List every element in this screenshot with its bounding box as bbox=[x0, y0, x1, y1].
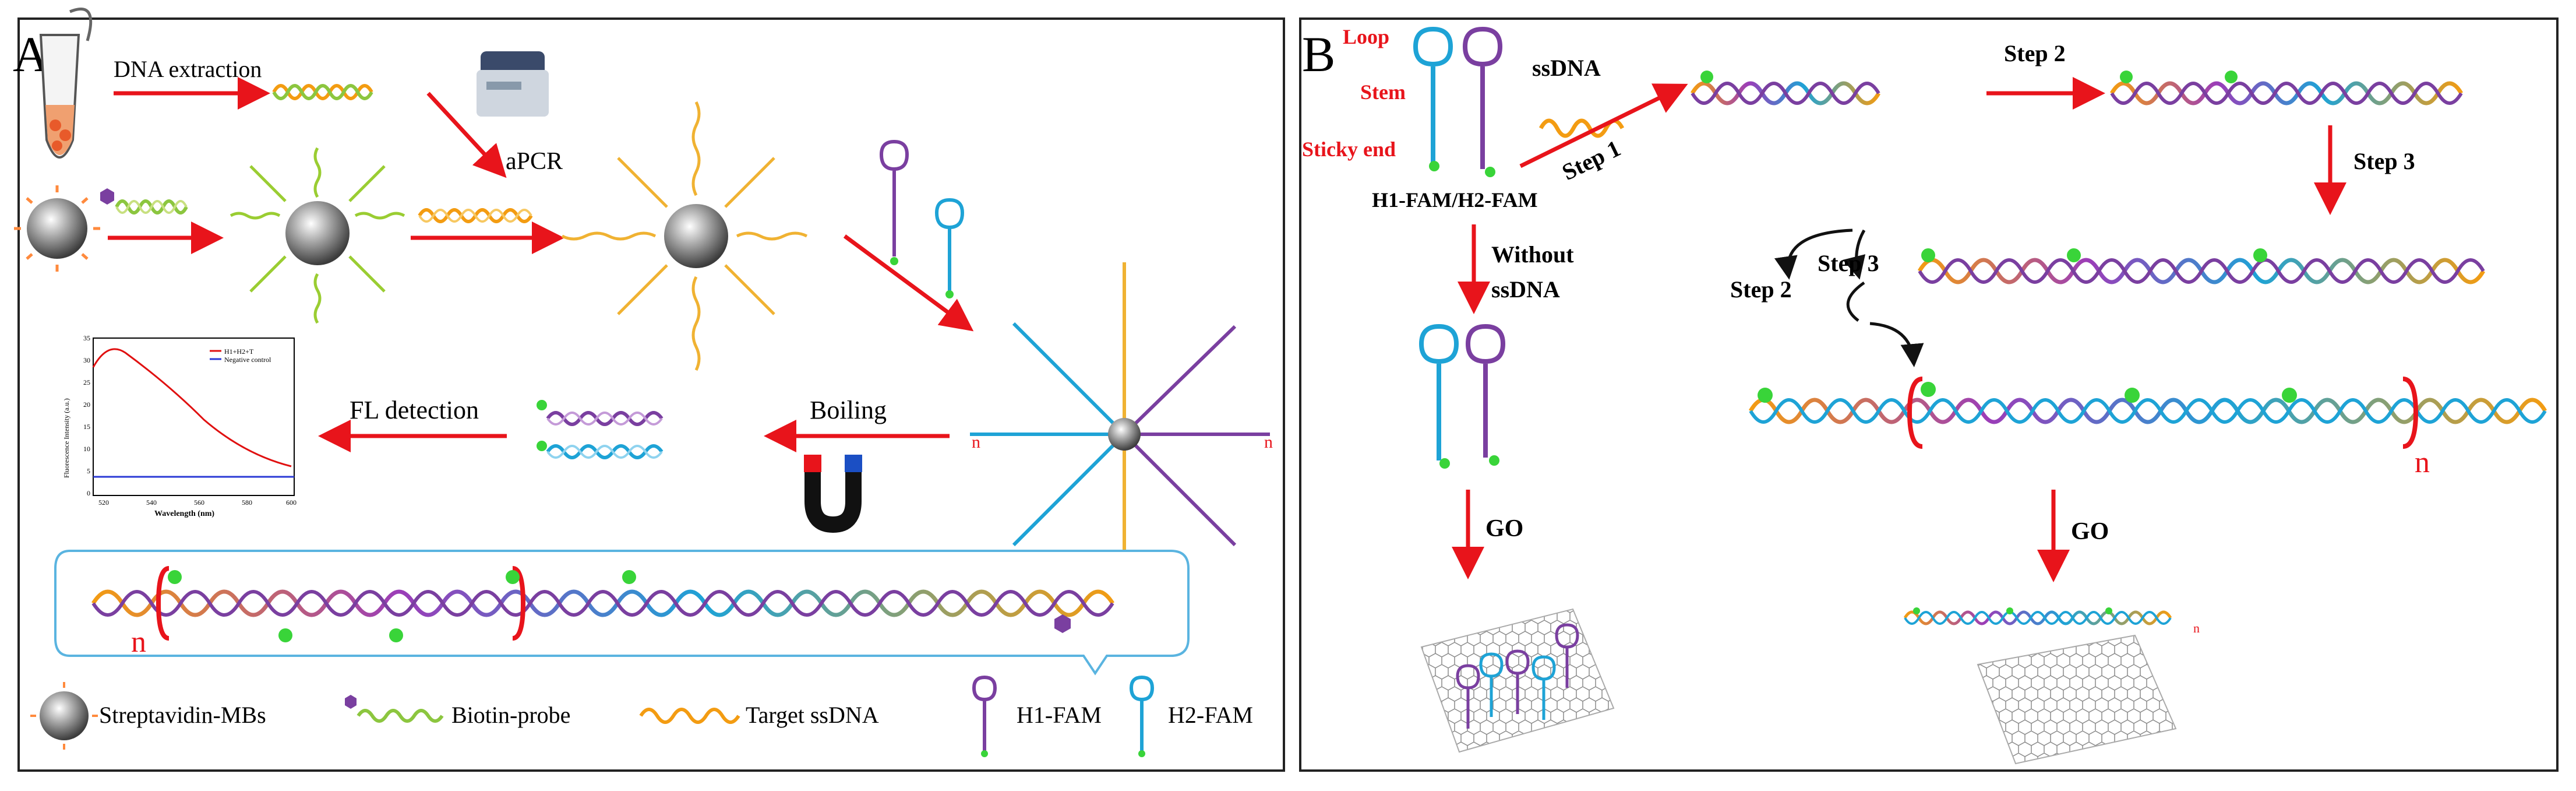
dna-step3-product bbox=[1917, 248, 2486, 284]
arrow-to-apcr bbox=[426, 92, 507, 178]
product-callout bbox=[54, 550, 1190, 676]
plot-ytick: 25 bbox=[83, 378, 90, 386]
hairpin-pair-top bbox=[1413, 26, 1503, 177]
legend-streptavidin: Streptavidin-MBs bbox=[99, 702, 266, 728]
legend-h2-hairpin-icon bbox=[1129, 675, 1155, 752]
plot-xtick: 600 bbox=[286, 498, 297, 507]
assembled-product-bead bbox=[970, 262, 1270, 606]
plot-xtick: 540 bbox=[146, 498, 157, 507]
plot-xtick: 520 bbox=[98, 498, 109, 507]
plot-ytick: 15 bbox=[83, 423, 90, 431]
legend-row: Streptavidin-MBs Biotin-probe Target ssD… bbox=[30, 675, 1253, 757]
dna-polymer-product bbox=[1748, 377, 2547, 449]
step2-label: Step 2 bbox=[2004, 40, 2066, 66]
hairpins-a bbox=[879, 139, 965, 298]
legend-h1-hairpin-icon bbox=[972, 675, 997, 752]
plot-ytick: 5 bbox=[87, 467, 90, 475]
step3-label: Step 3 bbox=[2353, 148, 2415, 174]
fluorescence-plot: H1+H2+T Negative control Fluorescence In… bbox=[62, 334, 297, 518]
streptavidin-bead bbox=[14, 185, 100, 272]
hairpins-label: H1-FAM/H2-FAM bbox=[1372, 188, 1538, 212]
pcr-machine-icon bbox=[477, 51, 549, 117]
legend-biotin-icon bbox=[345, 695, 357, 709]
loop-label: Loop bbox=[1343, 25, 1389, 48]
plot-xtick: 560 bbox=[194, 498, 204, 507]
legend-target-ssdna: Target ssDNA bbox=[746, 702, 879, 728]
signal-curve bbox=[92, 348, 292, 467]
released-hairpin-duplexes bbox=[537, 400, 664, 459]
callout-biotin-icon bbox=[1054, 614, 1071, 633]
plot-ytick: 30 bbox=[83, 356, 90, 364]
plot-y-label: Fluorescence Intensity (a.u.) bbox=[62, 398, 70, 478]
cycle-step3-label: Step 3 bbox=[1818, 250, 1879, 276]
plot-xtick: 580 bbox=[242, 498, 252, 507]
star-n-2: n bbox=[1264, 433, 1273, 452]
graphene-sheet-left bbox=[1420, 608, 1615, 753]
legend-biotin-probe: Biotin-probe bbox=[451, 702, 570, 728]
panel-b-letter: B bbox=[1302, 26, 1335, 82]
bead-with-probes bbox=[230, 147, 405, 324]
plot-legend-2: Negative control bbox=[224, 356, 271, 364]
fl-detection-label: FL detection bbox=[350, 396, 479, 424]
biotin-probe-strand bbox=[115, 199, 188, 215]
boiling-label: Boiling bbox=[810, 396, 887, 424]
target-amplicon-strand bbox=[418, 208, 533, 223]
sticky-end-label: Sticky end bbox=[1302, 138, 1396, 161]
sample-tube-icon bbox=[39, 8, 93, 159]
legend-target-strand bbox=[639, 708, 740, 724]
plot-x-label: Wavelength (nm) bbox=[154, 509, 214, 518]
without-label-2: ssDNA bbox=[1491, 276, 1560, 303]
cycle-arrows bbox=[1774, 228, 1924, 367]
extracted-dna-strand bbox=[272, 84, 373, 100]
arrow-add-hairpins bbox=[843, 234, 974, 332]
star-n-1: n bbox=[972, 433, 980, 452]
graphene-sheet-right bbox=[1977, 634, 2177, 765]
go-bound-product bbox=[1903, 607, 2172, 625]
dna-step1-product bbox=[1690, 71, 1881, 106]
bead-with-target bbox=[561, 101, 808, 371]
callout-n: n bbox=[131, 625, 146, 659]
without-label-1: Without bbox=[1491, 241, 1574, 268]
legend-biotin-strand bbox=[357, 709, 444, 723]
go-left-label: GO bbox=[1485, 515, 1523, 542]
arrow-step1 bbox=[1519, 83, 1688, 168]
legend-h2-fam: H2-FAM bbox=[1168, 702, 1253, 728]
dna-step2-product bbox=[2109, 71, 2464, 106]
ssdna-strand bbox=[1538, 118, 1625, 138]
magnet-icon bbox=[804, 455, 862, 533]
polymer-n: n bbox=[2415, 446, 2430, 479]
plot-ytick: 20 bbox=[83, 400, 90, 409]
plot-legend-1: H1+H2+T bbox=[224, 347, 254, 356]
biotin-hexagon-icon bbox=[100, 188, 114, 205]
cycle-step2-label: Step 2 bbox=[1730, 276, 1792, 303]
legend-h1-fam: H1-FAM bbox=[1017, 702, 1102, 728]
go-right-label: GO bbox=[2071, 518, 2109, 545]
apcr-label: aPCR bbox=[506, 148, 563, 175]
dna-extraction-label: DNA extraction bbox=[114, 56, 262, 82]
plot-ytick: 0 bbox=[87, 489, 90, 497]
plot-ytick: 10 bbox=[83, 445, 90, 453]
go-product-n: n bbox=[2193, 621, 2200, 635]
legend-bead-icon bbox=[30, 682, 98, 750]
hairpin-pair-unreacted bbox=[1418, 324, 1506, 469]
ssdna-label: ssDNA bbox=[1532, 55, 1601, 81]
stem-label: Stem bbox=[1360, 80, 1406, 104]
plot-ytick: 35 bbox=[83, 334, 90, 342]
